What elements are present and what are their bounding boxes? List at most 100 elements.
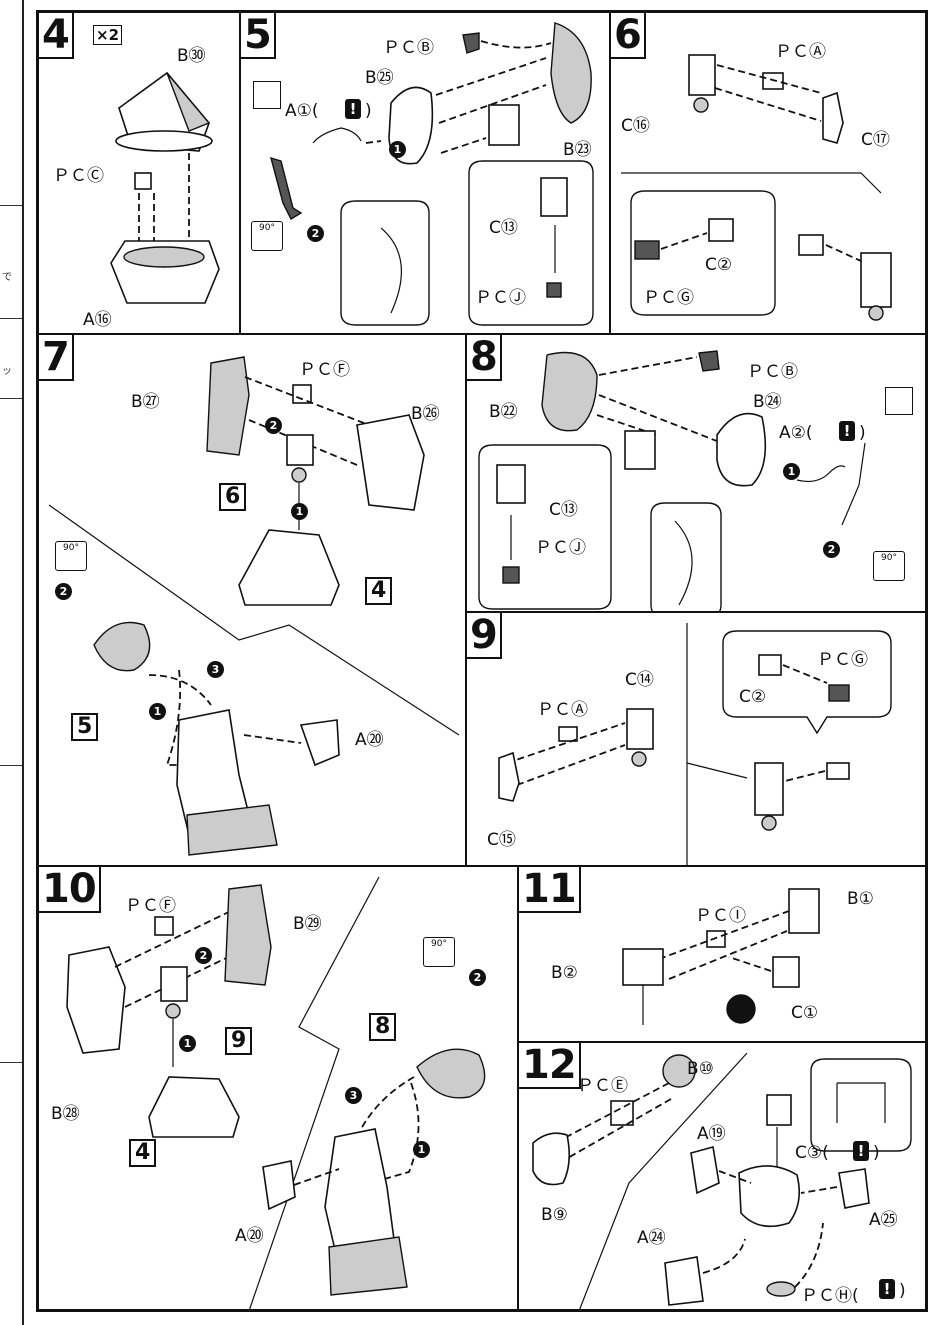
part-label-pcf: ＰＣⒻ [299, 360, 350, 380]
part-label-pce: ＰＣⒺ [577, 1076, 628, 1096]
nipper-icon [253, 81, 281, 109]
part-label-b29: B㉙ [293, 914, 322, 934]
caution-close: ) [859, 423, 866, 443]
part-label-b2: B② [551, 963, 578, 983]
part-label-b30: B㉚ [177, 46, 206, 66]
order-mark-3: 3 [345, 1087, 362, 1104]
step-6-panel: 6 ＰＣⒶ C⑯ C⑰ C② ＰＣⒼ [610, 12, 926, 334]
step-7-number: 7 [39, 335, 74, 381]
part-label-b9: B⑨ [541, 1205, 568, 1225]
step-10-number: 10 [39, 867, 101, 913]
step-6-drawing [621, 54, 892, 321]
step-5-panel: 5 90° ＰＣⒷ B㉕ A①( ! ) B㉓ C⑬ ＰＣⒿ 1 2 [240, 12, 610, 334]
part-label-c15: C⑮ [487, 830, 516, 850]
order-mark-1: 1 [291, 503, 308, 520]
order-mark-2b: 2 [55, 583, 72, 600]
part-label-a19: A⑲ [697, 1124, 726, 1144]
ref-step-4: 4 [365, 577, 393, 605]
caution-close: ) [365, 101, 372, 121]
order-mark-3: 3 [207, 661, 224, 678]
step-9-number: 9 [467, 613, 502, 659]
part-label-c2: C② [739, 687, 767, 707]
part-label-c3: C③( [795, 1143, 829, 1163]
left-margin-strip: で ッ [0, 0, 24, 1325]
part-label-a1: A①( [285, 101, 319, 121]
step-12-panel: 12 ＰＣⒺ B⑩ B⑨ A⑲ C③( ! ) A㉕ A [518, 1042, 926, 1310]
step-9-drawing [498, 623, 892, 865]
order-mark-2b: 2 [469, 969, 486, 986]
part-label-pci: ＰＣⒾ [695, 906, 746, 926]
rotate-90-icon: 90° [251, 221, 283, 251]
order-mark-2: 2 [195, 947, 212, 964]
part-label-b1: B① [847, 889, 874, 909]
step-11-drawing [622, 888, 820, 1025]
step-12-number: 12 [519, 1043, 581, 1089]
part-label-a16: A⑯ [83, 310, 112, 330]
step-7-drawing [48, 356, 460, 856]
part-label-pcj: ＰＣⒿ [535, 538, 586, 558]
step-12-drawing [532, 1052, 912, 1309]
margin-text-de: で [2, 272, 12, 283]
part-label-pcf: ＰＣⒻ [125, 896, 176, 916]
part-label-pca: ＰＣⒶ [537, 700, 588, 720]
part-label-b22: B㉒ [489, 402, 518, 422]
ref-step-4: 4 [129, 1139, 157, 1167]
order-mark-2: 2 [823, 541, 840, 558]
step-4-panel: 4 ×2 B㉚ ＰＣⒸ A⑯ [38, 12, 240, 334]
part-label-c1: C① [791, 1003, 819, 1023]
order-mark-1: 1 [783, 463, 800, 480]
part-label-pcj: ＰＣⒿ [475, 288, 526, 308]
part-label-pca: ＰＣⒶ [775, 42, 826, 62]
ref-step-6: 6 [219, 483, 247, 511]
caution-icon: ! [839, 421, 855, 441]
order-mark-1: 1 [179, 1035, 196, 1052]
part-label-a2: A②( [779, 423, 813, 443]
part-label-c16: C⑯ [621, 116, 650, 136]
order-mark-2: 2 [265, 417, 282, 434]
step-8-drawing [478, 350, 866, 611]
part-label-b28: B㉘ [51, 1104, 80, 1124]
caution-close: ) [873, 1143, 880, 1163]
order-mark-1b: 1 [149, 703, 166, 720]
step-8-panel: 8 B㉒ ＰＣⒷ B㉔ A②( ! ) C⑬ ＰＣⒿ 90° 1 2 [466, 334, 926, 612]
caution-icon: ! [345, 99, 361, 119]
order-mark-2: 2 [307, 225, 324, 242]
part-label-b26: B㉖ [411, 404, 440, 424]
part-label-c17: C⑰ [861, 130, 890, 150]
step-10-drawing [66, 876, 486, 1309]
step-8-number: 8 [467, 335, 502, 381]
part-label-c13: C⑬ [489, 218, 518, 238]
step-4-drawing [110, 71, 220, 304]
step-11-number: 11 [519, 867, 581, 913]
step-4-number: 4 [39, 13, 74, 59]
rotate-90-icon: 90° [873, 551, 905, 581]
part-label-c13: C⑬ [549, 500, 578, 520]
step-11-panel: 11 ＰＣⒾ B① B② C① [518, 866, 926, 1042]
part-label-a24: A㉔ [637, 1228, 666, 1248]
step-9-panel: 9 C⑭ ＰＣⒶ C⑮ C② ＰＣⒼ [466, 612, 926, 866]
instruction-sheet: 4 ×2 B㉚ ＰＣⒸ A⑯ 5 [36, 10, 928, 1312]
part-label-a20: A⑳ [355, 730, 384, 750]
part-label-pcg: ＰＣⒼ [817, 650, 868, 670]
part-label-pcg: ＰＣⒼ [643, 288, 694, 308]
part-label-b27: B㉗ [131, 392, 160, 412]
part-label-b10: B⑩ [687, 1059, 714, 1079]
step-5-drawing [270, 22, 594, 326]
step-4-multiplier: ×2 [93, 25, 123, 45]
rotate-90-icon: 90° [55, 541, 87, 571]
margin-text-tsu: ッ [2, 366, 12, 377]
rotate-90-icon: 90° [423, 937, 455, 967]
part-label-pch: ＰＣⒽ( [801, 1286, 859, 1306]
part-label-pcb: ＰＣⒷ [747, 362, 798, 382]
step-10-panel: 10 ＰＣⒻ B㉙ B㉘ A⑳ 9 4 8 90° 1 2 2 [38, 866, 518, 1310]
ref-step-9: 9 [225, 1027, 253, 1055]
caution-icon: ! [853, 1141, 869, 1161]
nipper-icon [885, 387, 913, 415]
part-label-b23: B㉓ [563, 140, 592, 160]
part-label-pcc: ＰＣⒸ [53, 166, 104, 186]
part-label-c2: C② [705, 255, 733, 275]
caution-close-2: ) [899, 1281, 906, 1301]
part-label-pcb: ＰＣⒷ [383, 38, 434, 58]
step-7-panel: 7 ＰＣⒻ B㉗ B㉖ A⑳ 6 4 5 90° 1 2 2 [38, 334, 466, 866]
step-5-number: 5 [241, 13, 276, 59]
